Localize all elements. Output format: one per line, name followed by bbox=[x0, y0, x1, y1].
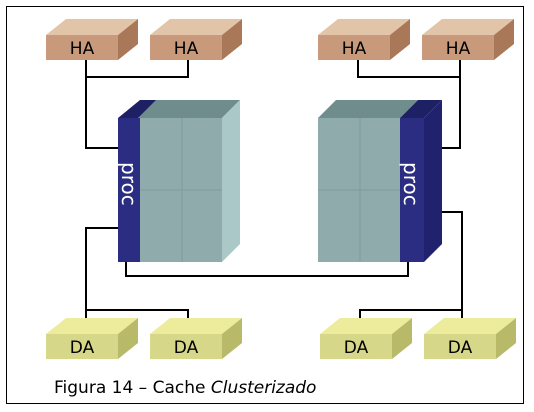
right-cluster: proc bbox=[318, 100, 442, 262]
da-box-2-label: DA bbox=[174, 338, 199, 358]
right-cache-top bbox=[318, 100, 418, 118]
right-proc-side bbox=[424, 100, 442, 262]
ha-box-1-label: HA bbox=[70, 39, 95, 59]
caption-prefix: Figura 14 – Cache bbox=[54, 378, 211, 398]
ha-box-4-label: HA bbox=[446, 39, 471, 59]
ha-bus-left bbox=[85, 60, 189, 78]
ha-box-4: HA bbox=[422, 19, 514, 60]
da-box-1: DA bbox=[46, 318, 138, 359]
da-box-3-label: DA bbox=[344, 338, 369, 358]
da-box-2: DA bbox=[150, 318, 242, 359]
ha-box-1: HA bbox=[46, 19, 138, 60]
left-cache-side bbox=[222, 100, 240, 262]
figure-frame bbox=[6, 6, 524, 404]
da-box-1-label: DA bbox=[70, 338, 95, 358]
right-proc-label: proc bbox=[399, 162, 423, 206]
da-left-from-proc bbox=[85, 227, 118, 310]
left-proc-top bbox=[118, 100, 160, 118]
figure-caption: Figura 14 – Cache Clusterizado bbox=[54, 378, 316, 398]
ha-left-to-proc bbox=[85, 77, 118, 149]
ha-box-3-label: HA bbox=[342, 39, 367, 59]
da-box-4-label: DA bbox=[448, 338, 473, 358]
left-cache-top bbox=[138, 100, 240, 118]
left-proc-label: proc bbox=[117, 162, 141, 206]
ha-box-2-label: HA bbox=[174, 39, 199, 59]
ha-box-2: HA bbox=[150, 19, 242, 60]
cluster-interconnect bbox=[125, 262, 409, 277]
ha-box-3: HA bbox=[318, 19, 410, 60]
right-proc-front bbox=[400, 118, 424, 262]
left-cluster: proc bbox=[117, 100, 240, 262]
ha-bus-right bbox=[357, 60, 461, 78]
caption-italic: Clusterizado bbox=[210, 378, 317, 398]
right-proc-top bbox=[400, 100, 442, 118]
left-proc-front bbox=[118, 118, 142, 262]
da-box-3: DA bbox=[320, 318, 412, 359]
da-box-4: DA bbox=[424, 318, 516, 359]
